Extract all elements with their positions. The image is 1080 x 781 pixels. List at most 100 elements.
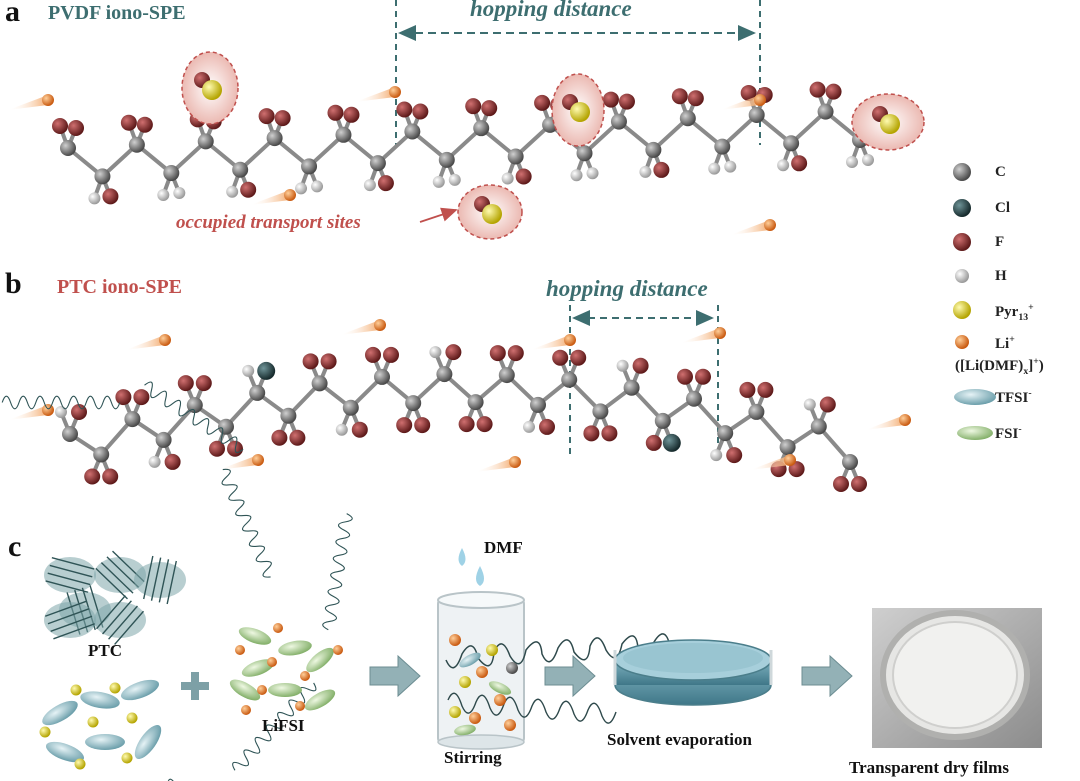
hydrogen-atom — [148, 455, 161, 468]
fluorine-atom — [240, 181, 257, 198]
carbon-atom — [842, 454, 858, 470]
legend-label-h: H — [995, 268, 1007, 284]
li-trail — [8, 95, 48, 110]
pyr-cation — [74, 758, 86, 770]
hydrogen-atom — [363, 179, 376, 192]
fluorine-atom — [757, 381, 774, 398]
pyr-cation — [70, 684, 82, 696]
hydrogen-atom — [803, 398, 816, 411]
carbon-atom — [686, 390, 702, 407]
carbon-atom — [405, 395, 422, 412]
fluorine-atom — [84, 468, 101, 485]
fluorine-atom — [68, 120, 84, 136]
legend-symbols — [953, 163, 996, 440]
fluorine-atom — [351, 421, 368, 438]
fluorine-atom — [365, 346, 381, 363]
carbon-atom — [218, 418, 234, 435]
li-ion — [241, 705, 251, 715]
carbon-atom — [266, 130, 283, 147]
hydrogen-atom — [501, 172, 514, 185]
li-ion — [257, 685, 267, 695]
fluorine-atom — [164, 453, 181, 470]
carbon-atom — [467, 394, 484, 411]
tfsi-anion — [134, 724, 162, 760]
fluorine-atom — [445, 344, 462, 361]
carbon-atom — [810, 418, 827, 435]
fluorine-atom — [52, 118, 68, 134]
dmf-droplet-icon — [458, 548, 484, 586]
li-trail — [250, 190, 290, 205]
solvent-evaporation-label: Solvent evaporation — [607, 730, 752, 749]
carbon-atom — [679, 110, 696, 127]
petri-dish-icon — [613, 639, 773, 706]
pyr-cation — [87, 716, 99, 728]
hydrogen-atom — [335, 423, 348, 436]
carbon-atom — [369, 155, 386, 172]
carbon-atom — [186, 397, 203, 414]
fluorine-atom — [377, 175, 394, 192]
hydrogen-atom — [242, 364, 255, 377]
li-ion — [389, 86, 401, 98]
hopping-guide-a — [395, 0, 761, 145]
hydrogen-atom — [157, 189, 170, 202]
legend-label-f: F — [995, 234, 1005, 250]
fluorine-atom — [258, 108, 275, 125]
carbon-atom — [124, 411, 141, 428]
fluorine-atom — [195, 375, 212, 392]
li-trail — [865, 415, 905, 430]
pvdf-chain — [52, 81, 874, 205]
carbon-atom — [60, 140, 76, 156]
hydrogen-atom — [846, 156, 858, 168]
li-ion — [267, 657, 277, 667]
fsi-anion — [238, 627, 272, 645]
occupied-pointer-arrow — [419, 207, 458, 223]
li-ion — [159, 334, 171, 346]
hydrogen-atom — [173, 187, 186, 200]
carbon-atom — [592, 403, 609, 420]
li-symbol — [955, 335, 969, 349]
carbon-atom — [779, 439, 796, 456]
fluorine-atom — [343, 106, 360, 123]
legend-li-note: ([Li(DMF)x]+) — [955, 356, 1044, 377]
carbon-atom — [714, 138, 731, 155]
fluorine-atom — [851, 476, 867, 492]
carbon-atom — [94, 168, 111, 185]
chlorine-symbol — [953, 199, 971, 217]
li-trail — [475, 457, 515, 472]
li-ion — [374, 319, 386, 331]
fluorine-atom — [120, 114, 137, 131]
process-arrow-icon — [544, 654, 596, 698]
li-ion — [509, 456, 521, 468]
fluorine-atom — [632, 357, 649, 374]
fluorine-atom — [489, 345, 506, 362]
pyr-cation — [482, 204, 502, 224]
hydrogen-atom — [295, 182, 308, 195]
carbon-atom — [335, 126, 352, 143]
legend-label-cl: Cl — [995, 200, 1010, 216]
li-ion — [300, 671, 310, 681]
fluorine-atom — [396, 417, 413, 434]
li-ion — [784, 454, 796, 466]
panel-letter-a: a — [5, 0, 20, 28]
fluorine-atom — [539, 418, 555, 435]
hydrogen-atom — [724, 160, 737, 173]
carbon-atom — [530, 396, 546, 413]
carbon-atom — [249, 384, 266, 401]
carbon-atom — [654, 412, 671, 429]
fluorine-atom — [115, 389, 132, 406]
fluorine-atom — [687, 90, 704, 107]
li-ion — [764, 219, 776, 231]
li-ion — [235, 645, 245, 655]
panel-a-title: PVDF iono-SPE — [48, 2, 186, 24]
hydrogen-atom — [708, 162, 721, 175]
panel-letter-c: c — [8, 530, 22, 563]
carbon-atom — [311, 375, 328, 392]
carbon-atom — [128, 136, 145, 153]
li-trail — [8, 405, 48, 420]
hydrogen-atom — [311, 180, 324, 193]
tfsi-anion — [80, 691, 120, 709]
lifsi-illustration — [229, 623, 343, 715]
li-ion — [252, 454, 264, 466]
hydrogen-atom — [570, 169, 583, 182]
fluorine-atom — [583, 425, 600, 442]
